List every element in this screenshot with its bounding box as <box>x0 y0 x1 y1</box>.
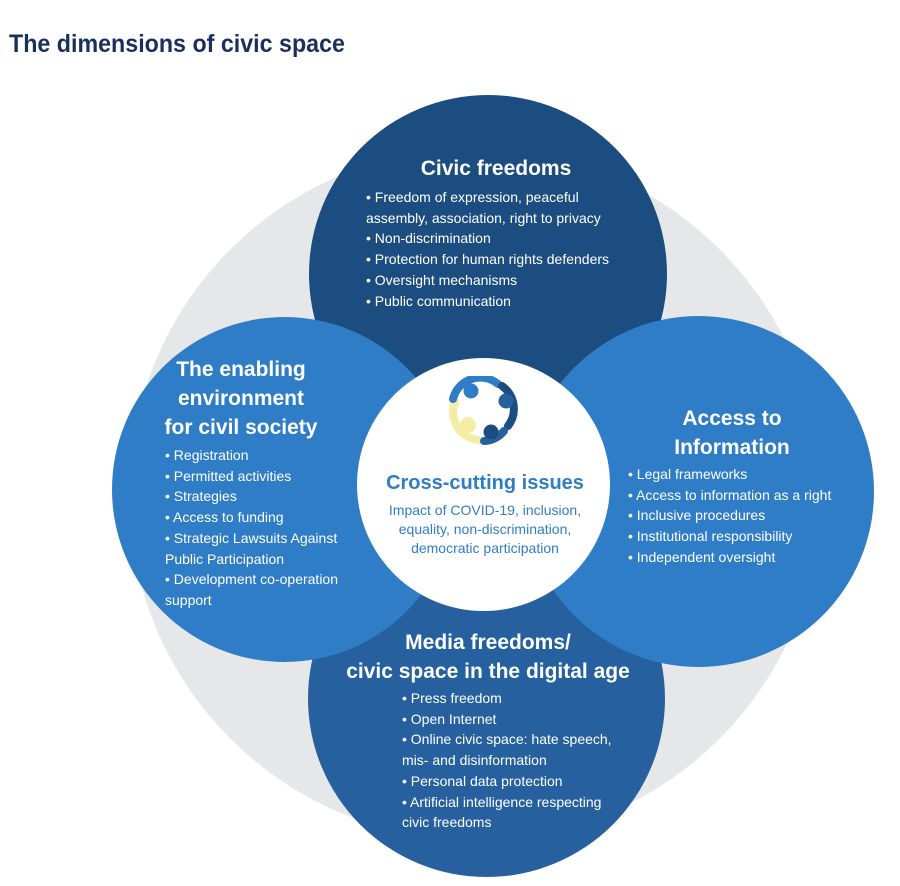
access-to-information-heading: Access to Information <box>674 407 790 459</box>
cross-cutting-circle <box>357 358 610 611</box>
list-item: Access to information as a right <box>628 485 851 506</box>
list-item: Development co-operation support <box>165 569 353 610</box>
list-item: Press freedom <box>402 688 634 709</box>
civic-freedoms-block: Civic freedoms Freedom of expression, pe… <box>365 155 627 311</box>
civic-freedoms-heading: Civic freedoms <box>420 157 572 180</box>
enabling-environment-heading: The enabling environment for civil socie… <box>164 358 318 439</box>
list-item: Institutional responsibility <box>628 526 851 547</box>
list-item: Inclusive procedures <box>628 505 851 526</box>
list-item: Protection for human rights defenders <box>366 249 627 270</box>
list-item: Public communication <box>366 291 627 312</box>
media-freedoms-block: Media freedoms/ civic space in the digit… <box>342 628 634 833</box>
cross-cutting-title: Cross-cutting issues <box>386 472 584 494</box>
list-item: Legal frameworks <box>628 464 851 485</box>
list-item: Strategies <box>165 486 353 507</box>
list-item: Online civic space: hate speech, mis- an… <box>402 729 634 770</box>
list-item: Strategic Lawsuits Against Public Partic… <box>165 528 353 569</box>
cross-cutting-text: Impact of COVID-19, inclusion, equality,… <box>388 502 582 556</box>
list-item: Permitted activities <box>165 466 353 487</box>
list-item: Oversight mechanisms <box>366 270 627 291</box>
list-item: Registration <box>165 445 353 466</box>
list-item: Independent oversight <box>628 547 851 568</box>
page-title: The dimensions of civic space <box>9 30 345 58</box>
list-item: Freedom of expression, peaceful assembly… <box>366 187 627 228</box>
list-item: Personal data protection <box>402 771 634 792</box>
enabling-environment-block: The enabling environment for civil socie… <box>153 355 353 611</box>
list-item: Open Internet <box>402 709 634 730</box>
list-item: Access to funding <box>165 507 353 528</box>
civic-freedoms-list: Freedom of expression, peaceful assembly… <box>365 187 627 311</box>
access-to-information-list: Legal frameworksAccess to information as… <box>626 464 851 568</box>
media-freedoms-list: Press freedomOpen InternetOnline civic s… <box>342 688 634 833</box>
enabling-environment-list: RegistrationPermitted activitiesStrategi… <box>153 445 353 611</box>
list-item: Non-discrimination <box>366 228 627 249</box>
access-to-information-block: Access to Information Legal frameworksAc… <box>626 404 851 568</box>
list-item: Artificial intelligence respecting civic… <box>402 792 634 833</box>
people-circle-icon <box>449 376 518 445</box>
media-freedoms-heading: Media freedoms/ civic space in the digit… <box>346 631 630 683</box>
